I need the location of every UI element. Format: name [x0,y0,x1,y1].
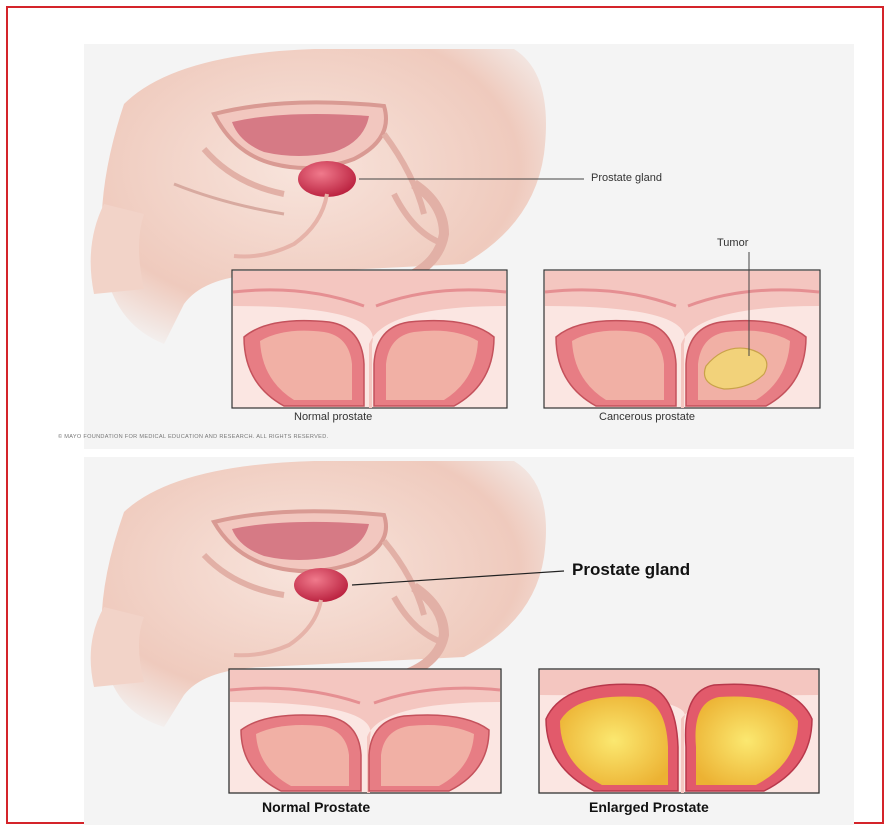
bottom-figure-panel: Prostate gland Normal Prostate Enlarged … [84,457,854,825]
normal-prostate-inset [232,270,507,408]
normal-prostate-caption: Normal Prostate [262,799,370,815]
prostate-gland-label: Prostate gland [591,172,662,184]
enlarged-prostate-caption: Enlarged Prostate [589,799,709,815]
copyright-notice: © MAYO FOUNDATION FOR MEDICAL EDUCATION … [58,434,328,440]
cancerous-prostate-caption: Cancerous prostate [599,411,695,423]
prostate-gland-label: Prostate gland [572,560,690,580]
top-figure-panel: Prostate gland Tumor Normal prostate Can… [84,44,854,449]
tumor-label: Tumor [717,237,748,249]
figure-frame: Prostate gland Tumor Normal prostate Can… [6,6,884,824]
prostate-gland [298,161,356,197]
normal-prostate-inset [229,669,501,793]
prostate-gland [294,568,348,602]
cancerous-prostate-inset [544,252,820,408]
normal-prostate-caption: Normal prostate [294,411,372,423]
enlarged-prostate-inset [539,669,819,793]
bottom-anatomy-illustration [84,457,854,825]
